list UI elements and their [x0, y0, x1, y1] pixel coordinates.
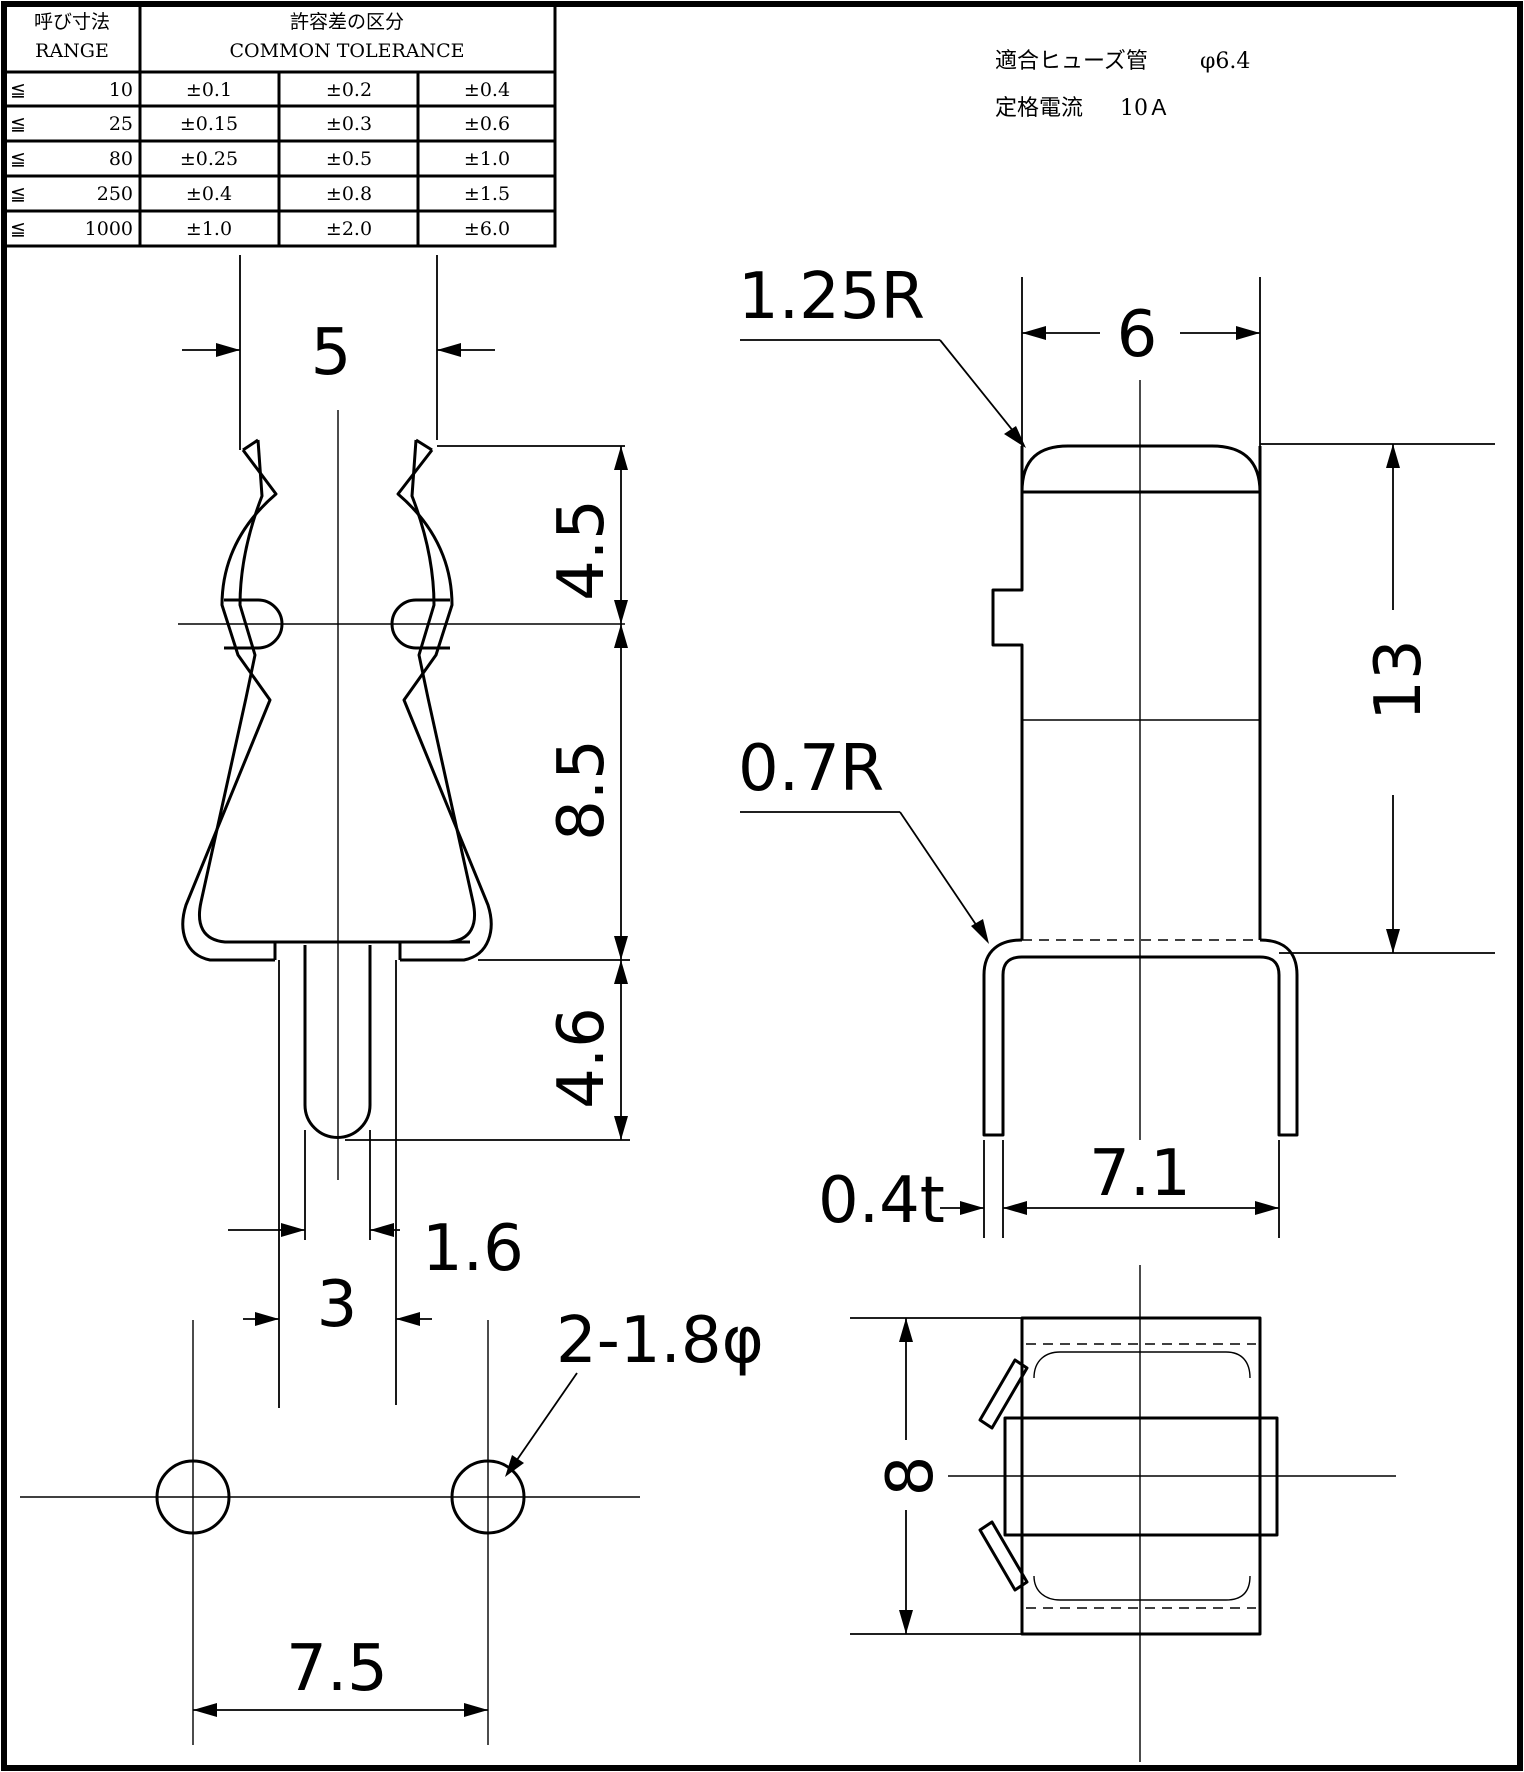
- dim-corner-radius-top: 1.25R: [738, 260, 925, 334]
- table-row-range: 25: [109, 113, 133, 135]
- table-row-range: 1000: [85, 218, 133, 240]
- table-row-tol-1: ±1.0: [186, 218, 232, 240]
- spec-notes: 適合ヒューズ管 φ6.4 定格電流 10Ａ: [995, 49, 1250, 121]
- table-row-symbol: ≦: [10, 218, 26, 240]
- front-view-dimensions: 5 4.5 8.5 4.6 1.6 3: [182, 255, 630, 1408]
- table-row-tol-1: ±0.15: [180, 113, 238, 135]
- table-row-tol-2: ±0.8: [326, 183, 372, 205]
- range-header-ja: 呼び寸法: [34, 11, 110, 33]
- table-row-symbol: ≦: [10, 148, 26, 170]
- tolerance-header-ja: 許容差の区分: [290, 11, 404, 33]
- bottom-view: 8: [850, 1265, 1396, 1762]
- table-row-tol-1: ±0.4: [186, 183, 232, 205]
- table-row-tol-3: ±6.0: [464, 218, 510, 240]
- dim-corner-radius-bottom: 0.7R: [738, 732, 884, 806]
- table-row-tol-2: ±0.5: [326, 148, 372, 170]
- dim-hole-pitch: 7.5: [286, 1632, 388, 1706]
- table-row-tol-3: ±0.4: [464, 79, 510, 101]
- tolerance-table: 呼び寸法 RANGE 許容差の区分 COMMON TOLERANCE ≦ 10 …: [3, 3, 557, 248]
- dim-side-height: 13: [1362, 639, 1436, 720]
- table-row-symbol: ≦: [10, 183, 26, 205]
- table-row-tol-1: ±0.1: [186, 79, 232, 101]
- dim-pin-length: 4.6: [545, 1007, 619, 1109]
- current-value: 10Ａ: [1120, 96, 1170, 121]
- table-row-tol-3: ±1.0: [464, 148, 510, 170]
- front-view: [178, 410, 625, 1180]
- side-view: [982, 380, 1299, 1140]
- dim-thickness: 0.4t: [818, 1164, 945, 1238]
- dim-bottom-depth: 8: [874, 1456, 948, 1497]
- dim-side-width: 6: [1117, 298, 1158, 372]
- table-row-range: 10: [109, 79, 133, 101]
- table-row-tol-2: ±0.3: [326, 113, 372, 135]
- table-row-symbol: ≦: [10, 79, 26, 101]
- side-view-dimensions: 6 1.25R 13 0.7R 0.4t 7.1: [738, 260, 1495, 1238]
- table-row-tol-3: ±1.5: [464, 183, 510, 205]
- tolerance-header-en: COMMON TOLERANCE: [229, 40, 464, 62]
- hole-pattern: 2-1.8φ 7.5: [20, 1304, 764, 1745]
- dim-pin-span: 3: [317, 1268, 358, 1342]
- table-row-tol-1: ±0.25: [180, 148, 238, 170]
- table-row-range: 80: [109, 148, 133, 170]
- current-label: 定格電流: [995, 96, 1083, 121]
- dim-hole-spec: 2-1.8φ: [556, 1304, 764, 1378]
- dim-leg-span: 7.1: [1089, 1137, 1191, 1211]
- dim-pin-width: 1.6: [422, 1212, 524, 1286]
- table-row-tol-2: ±0.2: [326, 79, 372, 101]
- table-row-range: 250: [97, 183, 133, 205]
- dim-middle-height: 8.5: [545, 739, 619, 841]
- dim-upper-height: 4.5: [545, 499, 619, 601]
- dim-top-width: 5: [311, 316, 352, 390]
- fuse-value: φ6.4: [1200, 49, 1250, 74]
- range-header-en: RANGE: [35, 40, 109, 62]
- table-row-tol-2: ±2.0: [326, 218, 372, 240]
- table-row-symbol: ≦: [10, 113, 26, 135]
- table-row-tol-3: ±0.6: [464, 113, 510, 135]
- fuse-label: 適合ヒューズ管: [995, 49, 1148, 74]
